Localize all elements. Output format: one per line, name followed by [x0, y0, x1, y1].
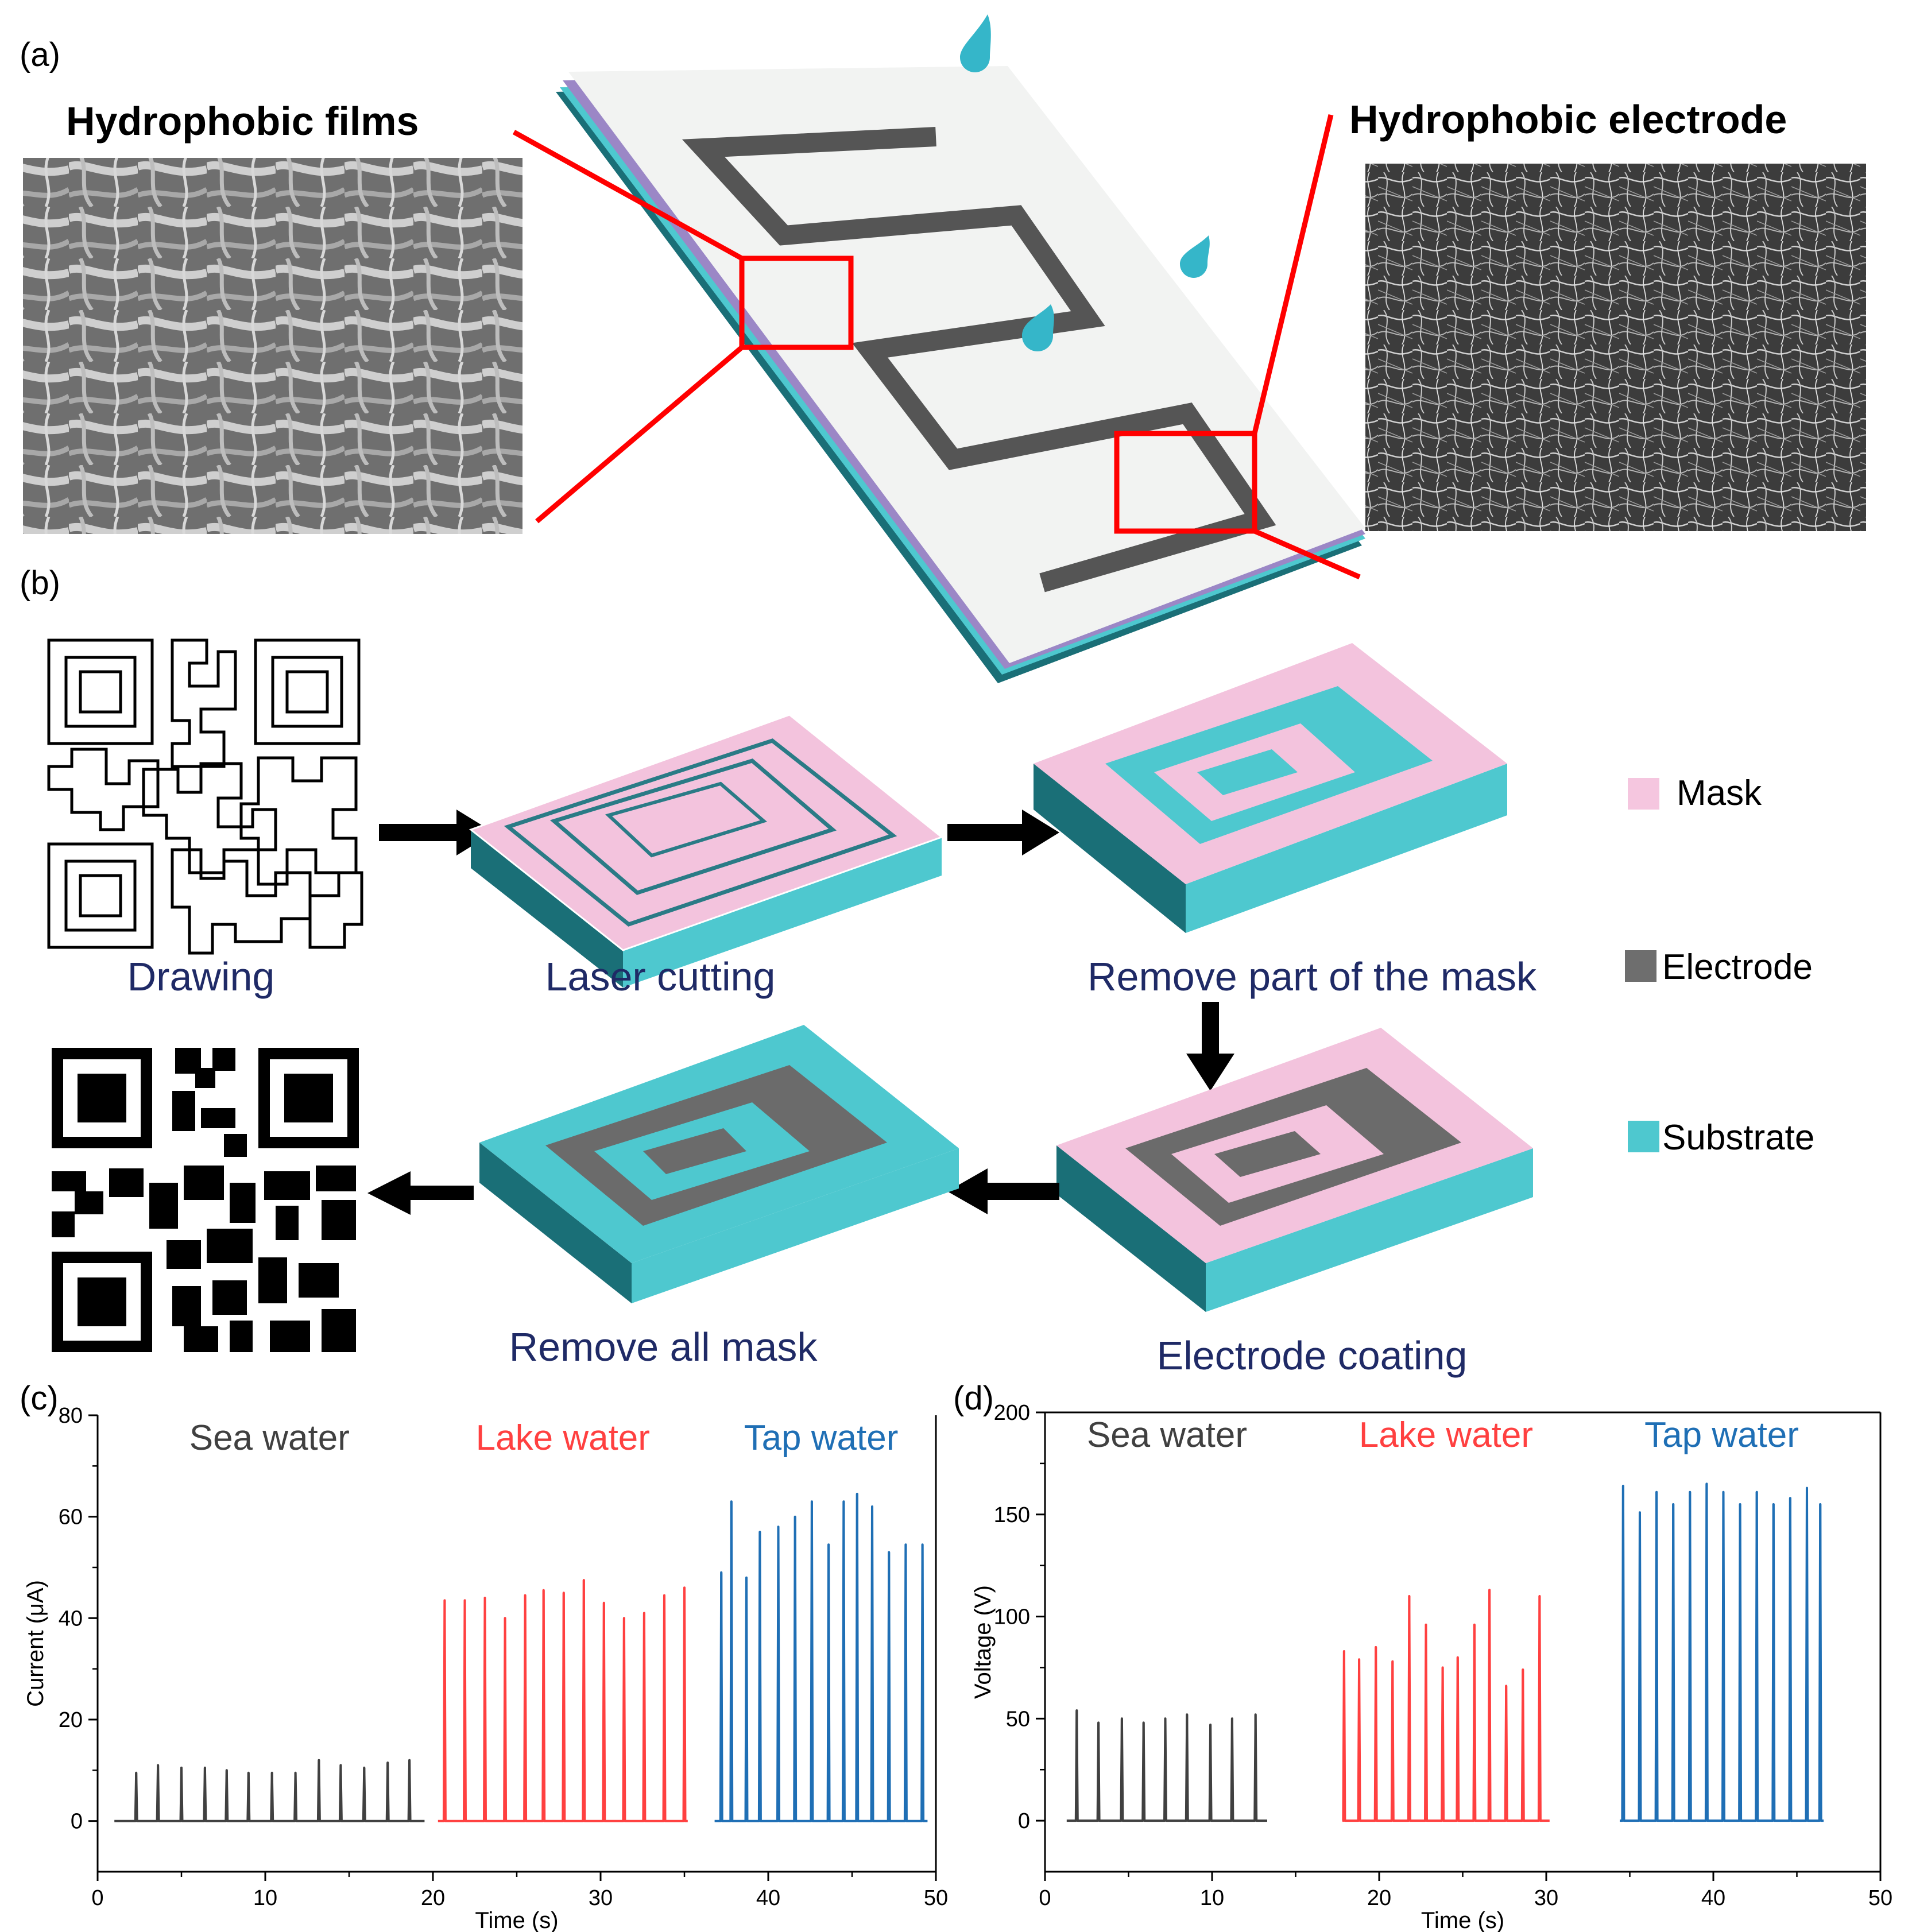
x-tick-label: 20: [1367, 1886, 1391, 1910]
y-tick-label: 150: [994, 1503, 1030, 1527]
x-tick-label: 0: [91, 1886, 103, 1910]
x-tick-label: 50: [1868, 1886, 1892, 1910]
legend-swatch-electrode: [1625, 950, 1656, 982]
x-tick-label: 40: [756, 1886, 780, 1910]
callout-line: [1252, 114, 1334, 435]
x-tick-label: 30: [1534, 1886, 1558, 1910]
block-electrode-coating: [1056, 1028, 1533, 1312]
step-label-drawing: Drawing: [127, 954, 275, 999]
series-label-tap-water: Tap water: [744, 1418, 899, 1458]
legend-swatch-mask: [1628, 778, 1659, 810]
series-label-tap-water: Tap water: [1644, 1415, 1799, 1455]
arrow-left-icon: [947, 1168, 1059, 1214]
legend: Mask Electrode Substrate: [1625, 773, 1814, 1157]
qr-code-final: [52, 1048, 359, 1352]
water-droplet-icon: [960, 14, 991, 72]
hydrophobic-films-title: Hydrophobic films: [66, 99, 419, 144]
zoom-box-electrode: [1114, 431, 1257, 534]
y-tick-label: 50: [1006, 1707, 1030, 1731]
legend-label-substrate: Substrate: [1662, 1118, 1814, 1157]
y-tick-label: 200: [994, 1401, 1030, 1425]
series-label-lake-water: Lake water: [1359, 1415, 1533, 1455]
legend-label-electrode: Electrode: [1662, 947, 1813, 987]
qr-outline-drawing: [47, 638, 363, 955]
callout-line: [535, 345, 744, 524]
y-tick-label: 60: [59, 1505, 83, 1530]
water-droplet-icon: [1180, 235, 1210, 278]
series-line-sea-water: [1066, 1709, 1267, 1822]
arrow-left-icon: [367, 1171, 474, 1215]
zoom-box-films: [739, 255, 854, 350]
panel-label-d: (d): [953, 1380, 994, 1417]
series-line-sea-water: [114, 1759, 425, 1822]
step-label-electrode-coating: Electrode coating: [1157, 1333, 1468, 1378]
x-tick-label: 50: [924, 1886, 948, 1910]
panel-b: (b) Drawing Laser cutting: [20, 564, 1814, 1378]
hydrophobic-electrode-title: Hydrophobic electrode: [1349, 97, 1787, 142]
step-label-remove-part: Remove part of the mask: [1087, 954, 1537, 999]
step-label-laser-cutting: Laser cutting: [545, 954, 776, 999]
panel-a: (a) Hydrophobic films Hydrophobic electr…: [20, 14, 1866, 683]
water-droplet-icon: [1022, 304, 1054, 351]
y-axis-label: Current (μA): [23, 1580, 48, 1707]
arrow-down-icon: [1186, 1002, 1234, 1091]
x-tick-label: 10: [1200, 1886, 1224, 1910]
y-tick-label: 20: [59, 1708, 83, 1732]
block-remove-all: [479, 1025, 959, 1303]
x-tick-label: 40: [1701, 1886, 1725, 1910]
series-label-lake-water: Lake water: [476, 1418, 650, 1458]
x-axis-label: Time (s): [1421, 1908, 1504, 1932]
y-axis-label: Voltage (V): [970, 1585, 996, 1699]
panel-label-a: (a): [20, 36, 60, 73]
serpentine-electrode: [682, 127, 1276, 593]
legend-label-mask: Mask: [1677, 773, 1762, 813]
arrow-right-icon: [947, 810, 1059, 855]
x-tick-label: 30: [589, 1886, 613, 1910]
series-label-sea-water: Sea water: [189, 1418, 350, 1458]
panel-label-b: (b): [20, 564, 60, 602]
panel-label-c: (c): [20, 1380, 59, 1417]
y-tick-label: 100: [994, 1605, 1030, 1629]
legend-swatch-substrate: [1628, 1121, 1659, 1152]
callout-line: [512, 130, 744, 261]
x-axis-label: Time (s): [475, 1908, 558, 1932]
series-line-lake-water: [1342, 1589, 1550, 1822]
block-remove-part: [1034, 643, 1507, 933]
x-tick-label: 20: [421, 1886, 445, 1910]
y-tick-label: 40: [59, 1606, 83, 1631]
callout-line: [1253, 528, 1361, 580]
sem-image-films: [23, 158, 522, 534]
y-tick-label: 0: [71, 1810, 83, 1834]
y-tick-label: 80: [59, 1404, 83, 1428]
series-label-sea-water: Sea water: [1087, 1415, 1247, 1455]
sem-image-electrode: [1365, 164, 1866, 531]
x-tick-label: 0: [1039, 1886, 1051, 1910]
block-laser-cutting: [469, 714, 944, 988]
x-tick-label: 10: [253, 1886, 277, 1910]
y-tick-label: 0: [1018, 1809, 1030, 1833]
series-line-tap-water: [1620, 1482, 1824, 1822]
arrow-right-icon: [379, 810, 494, 855]
step-label-remove-all: Remove all mask: [509, 1325, 818, 1369]
